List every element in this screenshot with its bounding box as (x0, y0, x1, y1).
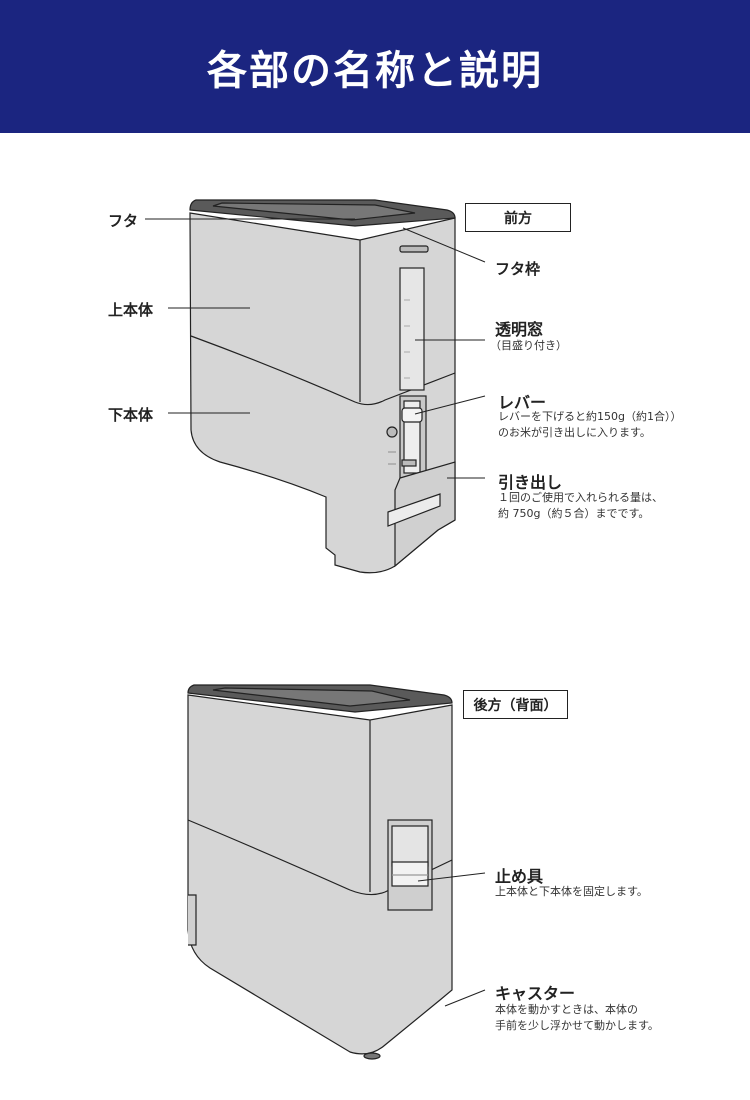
back-view-label-text: 後方（背面） (473, 697, 558, 714)
label-caster: キャスター (495, 984, 576, 1003)
rice-dispenser-back (187, 684, 453, 1060)
front-drawer-handle (387, 493, 441, 527)
front-body-seam (190, 335, 456, 406)
back-leader-lines (417, 872, 486, 1007)
front-lever-handle (401, 407, 423, 423)
back-view-label: 後方（背面） (463, 690, 568, 719)
desc-lever-1: レバーを下げると約150g（約1合）） (498, 410, 682, 423)
front-window (399, 267, 425, 391)
front-lid-top (212, 202, 416, 221)
front-leader-lines (145, 218, 486, 479)
label-window: 透明窓 (495, 320, 544, 339)
front-drawer (394, 461, 456, 568)
desc-caster-1: 本体を動かすときは、本体の (495, 1003, 638, 1016)
front-logo-plate (399, 245, 429, 253)
back-stopper-inner (391, 825, 429, 867)
back-caster (363, 1052, 381, 1060)
front-view-label-text: 前方 (504, 210, 532, 227)
desc-lever-2: のお米が引き出しに入ります。 (498, 426, 651, 439)
desc-drawer-1: １回のご使用で入れられる量は、 (498, 491, 663, 504)
label-upper-body: 上本体 (108, 301, 154, 319)
label-lower-body: 下本体 (108, 406, 154, 424)
front-lever-mark (401, 459, 417, 467)
label-lever: レバー (498, 393, 547, 412)
header-banner: 各部の名称と説明 (0, 0, 750, 133)
back-lid-top (212, 687, 411, 707)
front-view-label: 前方 (465, 203, 571, 232)
desc-window: （目盛り付き） (490, 339, 567, 352)
page-title: 各部の名称と説明 (207, 47, 543, 94)
label-drawer: 引き出し (498, 473, 563, 492)
label-futa: フタ (108, 212, 139, 230)
label-futa-waku: フタ枠 (495, 260, 541, 278)
desc-stopper: 上本体と下本体を固定します。 (495, 885, 648, 898)
front-button-icon (386, 426, 398, 438)
back-body-seam (187, 819, 453, 896)
back-stopper (391, 861, 429, 887)
front-body-shape (189, 212, 456, 574)
desc-caster-2: 手前を少し浮かせて動かします。 (495, 1019, 659, 1032)
rice-dispenser-front (189, 199, 456, 574)
label-stopper: 止め具 (495, 867, 544, 886)
desc-drawer-2: 約 750g（約５合）までです。 (498, 507, 650, 520)
back-caster-notch (188, 894, 197, 946)
